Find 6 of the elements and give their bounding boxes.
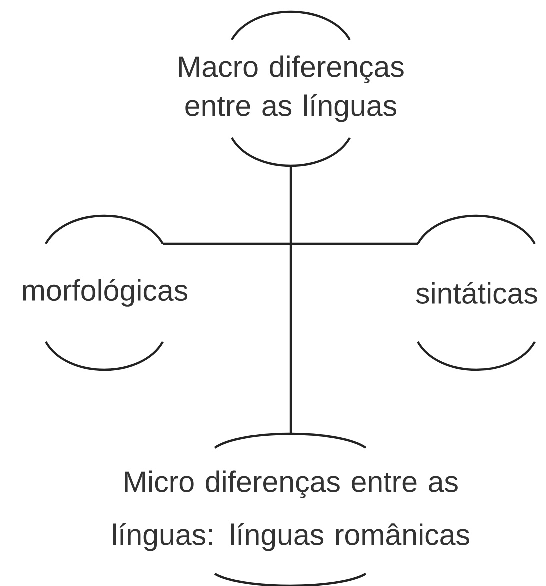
connector-line <box>290 166 292 434</box>
node-drawing: sintáticas <box>416 214 538 372</box>
connector-line <box>163 242 418 246</box>
node-drawing: morfológicas <box>23 214 188 372</box>
node-drawing: Macro diferenças entre as línguas <box>179 10 404 168</box>
node-drawing: Micro diferenças entre as línguas: línguas românicas <box>113 432 470 586</box>
